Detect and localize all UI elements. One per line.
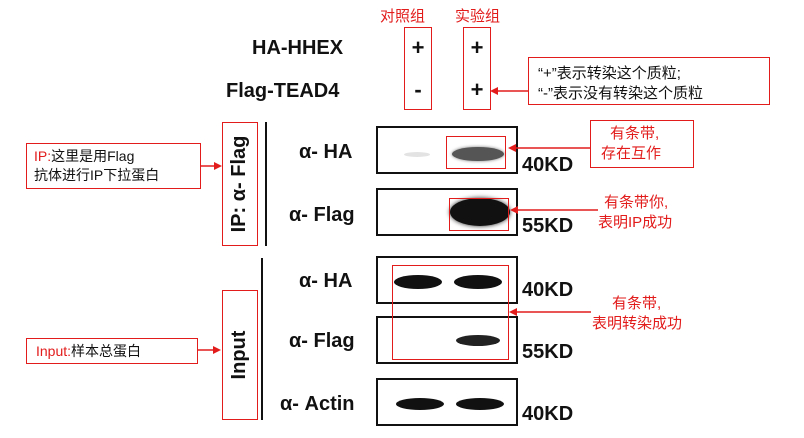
band-input-actin-experiment [456, 398, 504, 410]
annotation-ip-flag-arrow [510, 206, 598, 214]
band-ip-ha-experiment [452, 147, 504, 161]
ip-side-note-line2: 抗体进行IP下拉蛋白 [34, 167, 160, 183]
blot-label-input-ha: α- HA [299, 270, 353, 292]
legend-note-line1: “+”表示转染这个质粒; [538, 65, 681, 82]
blot-panel-input-actin [376, 378, 518, 426]
annotation-input-line2: 表明转染成功 [592, 315, 683, 332]
input-section-box [222, 290, 258, 420]
ip-section-label: IP: α- Flag [228, 135, 250, 233]
construct-ha-hhex-control-sign: + [411, 35, 425, 60]
mw-marker-input-flag: 55KD [522, 341, 574, 363]
experiment-column-box [463, 27, 491, 110]
annotation-ip-ha-arrow [508, 144, 590, 152]
highlight-ip-flag-band [449, 198, 509, 231]
blot-panel-input-flag [376, 316, 518, 364]
annotation-ip-ha-box [590, 120, 694, 168]
annotation-ip-flag-line1: 有条带你, [604, 194, 669, 211]
input-side-note-text: Input:样本总蛋白 [36, 342, 141, 361]
input-side-note-arrow [197, 346, 221, 354]
band-input-actin-control [396, 398, 444, 410]
highlight-input-bands [392, 265, 509, 360]
annotation-input-line1: 有条带, [612, 295, 662, 312]
blot-label-ip-ha: α- HA [299, 141, 353, 163]
input-side-note-prefix: Input: [36, 343, 72, 359]
band-ip-flag-experiment [450, 198, 510, 226]
band-input-ha-experiment [454, 275, 502, 289]
ip-side-note-rest: 这里是用Flag [51, 148, 135, 164]
band-ip-ha-control [404, 152, 430, 157]
mw-marker-input-actin: 40KD [522, 403, 574, 425]
mw-marker-ip-ha: 40KD [522, 154, 574, 176]
construct-ha-hhex-label: HA-HHEX [252, 37, 344, 59]
annotation-input-arrow [509, 308, 591, 316]
blot-panel-ip-flag [376, 188, 518, 236]
annotation-ip-ha-line1: 有条带, [610, 125, 660, 142]
input-section-bracket [261, 258, 263, 420]
construct-flag-tead4-control-sign: - [414, 77, 422, 102]
ip-section-box [222, 122, 258, 246]
control-column-box [404, 27, 432, 110]
mw-marker-ip-flag: 55KD [522, 215, 574, 237]
blot-label-input-flag: α- Flag [289, 330, 355, 352]
band-input-flag-experiment [456, 335, 500, 346]
input-side-note-box [26, 338, 198, 364]
ip-side-note-line1: IP:这里是用Flag [34, 147, 134, 166]
legend-arrow [490, 87, 528, 95]
blot-panel-input-ha [376, 256, 518, 304]
construct-flag-tead4-label: Flag-TEAD4 [226, 80, 340, 102]
annotation-ip-flag-line2: 表明IP成功 [598, 214, 673, 231]
control-group-label: 对照组 [380, 8, 426, 25]
construct-flag-tead4-experiment-sign: + [470, 77, 484, 102]
blot-panel-ip-ha [376, 126, 518, 174]
annotation-ip-ha-line2: 存在互作 [601, 145, 662, 162]
input-section-label: Input [228, 330, 250, 380]
blot-label-ip-flag: α- Flag [289, 204, 355, 226]
legend-note-box [528, 57, 770, 105]
legend-note-line2: “-”表示没有转染这个质粒 [538, 85, 703, 102]
construct-ha-hhex-experiment-sign: + [470, 35, 484, 60]
mw-marker-input-ha: 40KD [522, 279, 574, 301]
blot-label-input-actin: α- Actin [280, 393, 355, 415]
ip-side-note-prefix: IP: [34, 148, 52, 164]
experiment-group-label: 实验组 [455, 8, 501, 25]
ip-side-note-arrow [200, 162, 222, 170]
highlight-ip-ha-band [446, 136, 506, 169]
ip-section-bracket [265, 122, 267, 246]
band-input-ha-control [394, 275, 442, 289]
input-side-note-rest: 样本总蛋白 [71, 343, 142, 359]
